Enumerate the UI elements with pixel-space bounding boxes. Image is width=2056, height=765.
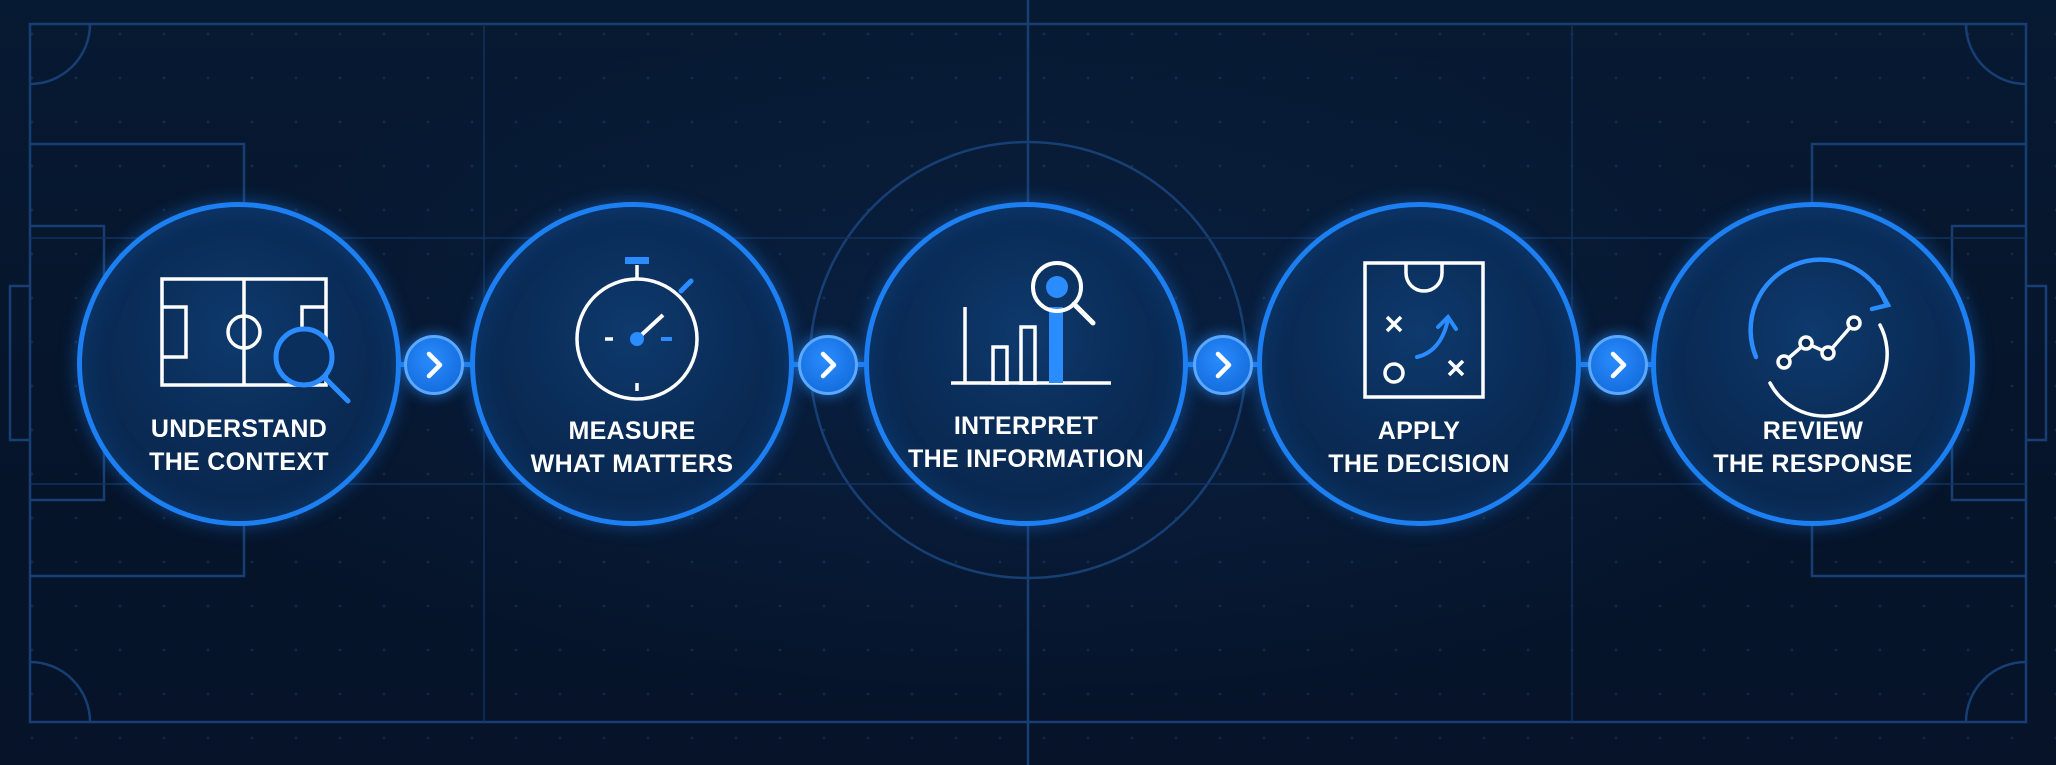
arrow-badge-1: [404, 335, 464, 395]
arrow-badge-4: [1588, 335, 1648, 395]
step-measure-what-matters: MEASURE WHAT MATTERS: [470, 202, 794, 526]
step-1-line-1: UNDERSTAND: [150, 415, 328, 443]
chevron-right-icon: [426, 351, 443, 379]
step-5-line-2: THE RESPONSE: [1713, 450, 1913, 478]
corner-arc-top-right: [1964, 23, 2027, 86]
step-3-line-2: THE INFORMATION: [908, 445, 1144, 473]
chevron-right-icon: [820, 351, 837, 379]
corner-arc-top-left: [29, 23, 92, 86]
step-2-line-1: MEASURE: [568, 417, 696, 445]
cycle-trend-icon: [1748, 257, 1892, 418]
step-5-line-1: REVIEW: [1762, 417, 1864, 445]
step-4-line-2: THE DECISION: [1328, 450, 1510, 478]
step-2-line-2: WHAT MATTERS: [530, 450, 734, 478]
chevron-right-icon: [1215, 351, 1232, 379]
pitch-magnifier-icon: [160, 277, 351, 404]
tactics-board-icon: [1363, 261, 1485, 399]
stopwatch-icon: [575, 257, 699, 401]
chevron-right-icon: [1610, 351, 1627, 379]
bar-chart-magnifier-icon: [951, 261, 1111, 385]
arrow-badge-3: [1193, 335, 1253, 395]
step-1-line-2: THE CONTEXT: [149, 448, 329, 476]
step-apply-the-decision: APPLY THE DECISION: [1257, 202, 1581, 526]
step-3-line-1: INTERPRET: [953, 412, 1099, 440]
step-understand-the-context: UNDERSTAND THE CONTEXT: [77, 202, 401, 526]
corner-arc-bottom-left: [29, 660, 92, 723]
step-4-line-1: APPLY: [1377, 417, 1461, 445]
right-goal: [2026, 284, 2048, 442]
left-goal: [8, 284, 30, 442]
corner-arc-bottom-right: [1964, 660, 2027, 723]
step-review-the-response: REVIEW THE RESPONSE: [1651, 202, 1975, 526]
step-interpret-the-information: INTERPRET THE INFORMATION: [864, 202, 1188, 526]
arrow-badge-2: [798, 335, 858, 395]
